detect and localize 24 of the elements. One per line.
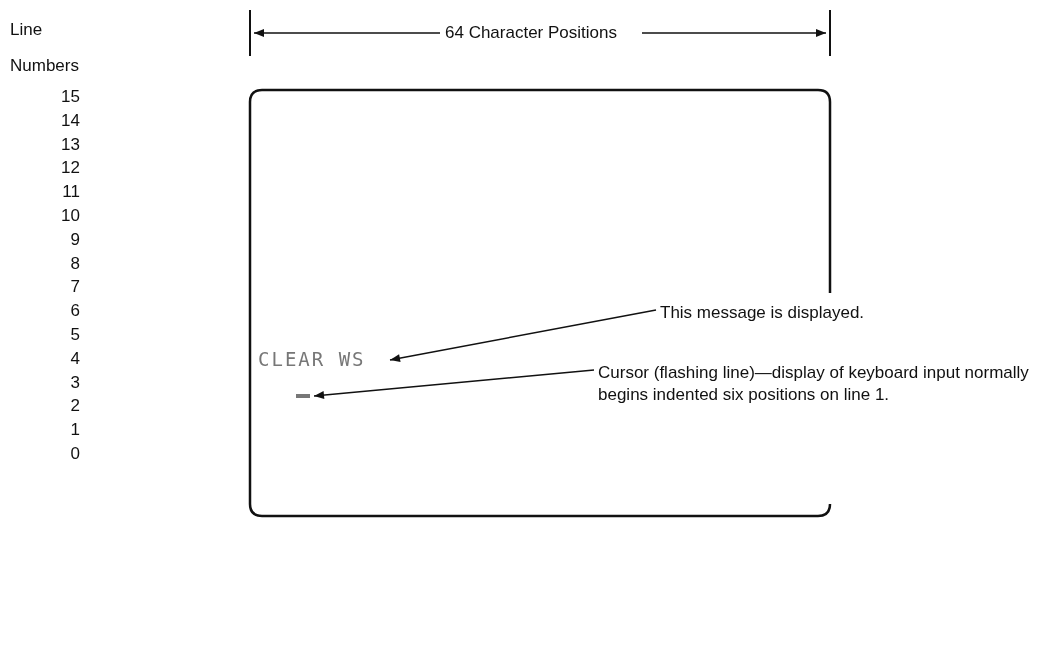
line-number: 5 <box>69 324 80 346</box>
line-number: 13 <box>60 133 80 156</box>
line-number: 3 <box>69 371 80 394</box>
line-number: 8 <box>69 252 80 275</box>
line-number: 11 <box>61 181 80 204</box>
arrow <box>389 309 657 363</box>
axis-title: Line Numbers <box>10 19 80 77</box>
line-number: 6 <box>69 300 80 323</box>
dimension-label: 64 Character Positions <box>445 22 617 44</box>
screen-message: CLEAR WS <box>258 348 386 372</box>
line-number: 10 <box>60 205 80 227</box>
line-number: 1 <box>69 419 80 442</box>
line-number: 14 <box>60 109 80 132</box>
cursor-mark <box>296 394 310 398</box>
line-number: 12 <box>60 157 80 180</box>
line-number: 7 <box>69 276 80 299</box>
line-number: 4 <box>69 347 80 370</box>
arrow <box>313 369 595 400</box>
callout-text: Cursor (flashing line)—display of keyboard input normally begins indented six positions on line 1. <box>598 362 1043 434</box>
line-number: 9 <box>69 228 80 251</box>
line-number: 0 <box>69 443 80 465</box>
line-number: 2 <box>69 395 80 418</box>
callout-text: This message is displayed. <box>660 302 940 350</box>
line-number: 15 <box>60 86 80 108</box>
